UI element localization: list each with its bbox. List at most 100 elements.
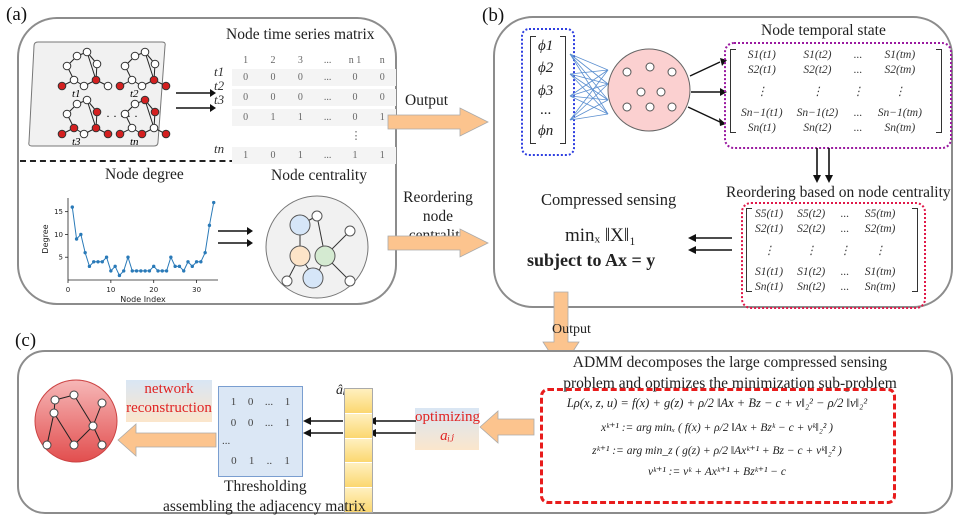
panel-c (17, 350, 953, 514)
node-centrality-title: Node centrality (271, 167, 367, 184)
degree-point (74, 237, 79, 241)
snapshot-node (161, 81, 171, 91)
snapshot-node (57, 81, 67, 91)
snapshot-node (150, 59, 160, 69)
matrix-row: S1(t1)S1(t2)...S1(tm) (747, 48, 916, 61)
output-label-ab: Output (405, 92, 449, 109)
degree-point (113, 264, 117, 269)
degree-point (130, 269, 134, 273)
matrix-vdots: ⋮ (350, 130, 362, 142)
degree-point (83, 250, 87, 255)
snapshot-node (130, 51, 140, 61)
reordering-title: Reordering based on node centrality (726, 184, 951, 201)
thresholding-label: Thresholding (224, 478, 307, 495)
degree-point (190, 264, 194, 269)
degree-point (199, 260, 203, 264)
degree-point (207, 223, 212, 228)
degree-point (173, 264, 177, 269)
snapshot-node (79, 81, 89, 91)
matrix-row: S5(t1)S5(t2)...S5(tm) (755, 207, 896, 220)
degree-point (147, 269, 152, 273)
panel-a-label: (a) (6, 4, 28, 25)
x-axis-label: Node Index (120, 295, 166, 304)
matrix-row: ⋮⋮⋮⋮ (763, 245, 886, 257)
matrix-row: ... (222, 435, 231, 447)
degree-point (194, 260, 199, 264)
snapshot-node (82, 47, 92, 57)
row-label-t2: t2 (214, 78, 225, 93)
degree-point (139, 269, 143, 273)
snapshot-node (115, 129, 125, 139)
temporal-state-matrix: S1(t1)S1(t2)...S1(tm) S2(t1)S2(t2)...S2(… (730, 47, 942, 135)
lagrangian-equation: Lρ(x, z, u) = f(x) + g(z) + ρ/2 ‖Ax + Bz… (566, 396, 868, 410)
x-tick-label: 30 (192, 286, 201, 294)
col-header: n 1 (348, 54, 362, 66)
snapshot-label: t1 (72, 88, 81, 100)
optimizing-to-ahat-arrows (368, 417, 416, 437)
degree-point (100, 260, 104, 264)
degree-point (164, 269, 169, 273)
degree-point (177, 264, 182, 269)
admm-equations-box (540, 388, 896, 504)
x-update-equation: xᵏ⁺¹ := arg minₓ ( f(x) + ρ/2 ‖Ax + Bzᵏ … (601, 422, 833, 434)
a-hat-vector (344, 388, 373, 513)
snapshot-node (149, 75, 159, 85)
z-update-equation: zᵏ⁺¹ := arg min_z ( g(z) + ρ/2 ‖Axᵏ⁺¹ + … (592, 445, 842, 457)
output-arrow-ab (387, 107, 489, 137)
time-series-matrix-title: Node time series matrix (226, 26, 375, 43)
compressed-sensing-title: Compressed sensing (541, 190, 677, 209)
col-header: ... (323, 54, 332, 66)
reorder-arrow-ab (387, 228, 489, 258)
snapshot-node (91, 75, 101, 85)
degree-point (92, 260, 96, 264)
degree-point (122, 269, 126, 273)
degree-to-centrality-arrows (218, 227, 253, 247)
snapshot-node (127, 75, 137, 85)
row-label-tn: tn (214, 141, 225, 156)
col-header: 3 (297, 54, 303, 66)
x-tick-label: 20 (149, 286, 158, 294)
snapshot-node (62, 109, 72, 119)
degree-point (126, 255, 130, 259)
matrix-row: Sn−1(t1)Sn−1(t2)...Sn−1(tm) (741, 106, 922, 119)
snapshot-label: tn (130, 136, 139, 148)
reordered-matrix: S5(t1)S5(t2)...S5(tm) S2(t1)S2(t2)...S2(… (746, 206, 918, 294)
phi-vector: ϕ1 ϕ2 ϕ3 ... ϕn (530, 34, 566, 146)
degree-point (143, 269, 147, 273)
snapshot-node (130, 99, 140, 109)
down-arrows (813, 148, 833, 183)
degree-point (156, 269, 160, 273)
x-tick-label: 0 (66, 286, 70, 294)
central-node (289, 214, 311, 236)
snapshot-node (62, 61, 72, 71)
matrix-row: S2(t1)S2(t2)...S2(tm) (747, 63, 916, 76)
col-header: n (379, 54, 385, 66)
degree-point (104, 255, 109, 259)
temporal-state-box (724, 42, 952, 149)
centrality-network (265, 195, 369, 299)
snapshot-node (115, 81, 125, 91)
degree-point (79, 232, 83, 237)
degree-point (203, 250, 207, 255)
network-reconstruction-box: network reconstruction (126, 380, 212, 422)
ahat-to-adjacency-arrows (303, 417, 343, 437)
snapshot-node (72, 51, 82, 61)
matrix-row: S2(t1)S2(t2)...S2(tm) (755, 222, 896, 235)
panel-b-label: (b) (482, 5, 505, 26)
cs-objective: minₓ ‖X‖₁ (565, 225, 636, 246)
snapshot-node (57, 129, 67, 139)
degree-point (70, 205, 74, 209)
y-axis-label: Degree (41, 224, 50, 253)
snapshot-node (72, 99, 82, 109)
matrix-column-headers: 1 2 3 ... n 1 n (232, 52, 396, 68)
snapshot-node (127, 123, 137, 133)
snapshot-node (120, 109, 130, 119)
row-label-t1: t1 (214, 64, 225, 79)
y-tick-label: 5 (59, 254, 63, 262)
